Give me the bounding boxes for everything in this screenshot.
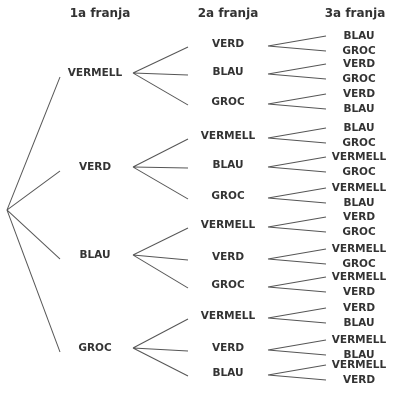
branch-level2-to-level3 [267, 216, 327, 228]
level1-node: VERMELL [68, 67, 123, 79]
level3-node: VERD [343, 211, 375, 223]
branch-level2-to-level3 [267, 349, 327, 356]
level2-node: GROC [211, 96, 245, 108]
level3-node: VERD [343, 286, 375, 298]
branch-level2-to-level3 [267, 374, 327, 381]
branch-level1-to-level2 [132, 166, 189, 200]
branch-level1-to-level2 [132, 72, 189, 106]
branch-root-to-level1 [6, 76, 61, 211]
branch-level2-to-level3 [267, 45, 327, 52]
branch-level2-to-level3 [267, 156, 327, 168]
level1-node: VERD [79, 161, 111, 173]
level3-node: VERMELL [332, 334, 387, 346]
level3-node: GROC [342, 258, 376, 270]
level3-node: BLAU [343, 30, 374, 42]
branch-level1-to-level2 [132, 166, 189, 169]
level2-node: GROC [211, 190, 245, 202]
level3-node: VERD [343, 374, 375, 386]
level3-node: GROC [342, 226, 376, 238]
branch-root-to-level1 [6, 209, 61, 353]
level3-node: VERD [343, 88, 375, 100]
branch-level2-to-level3 [267, 286, 327, 293]
branch-level1-to-level2 [132, 254, 189, 289]
branch-level2-to-level3 [267, 226, 327, 233]
level3-node: VERMELL [332, 271, 387, 283]
header-2a-franja: 2a franja [198, 6, 259, 20]
level2-node: BLAU [212, 66, 243, 78]
branch-level2-to-level3 [267, 364, 327, 376]
level3-node: BLAU [343, 103, 374, 115]
level3-node: BLAU [343, 349, 374, 361]
level1-node: GROC [78, 342, 112, 354]
header-1a-franja: 1a franja [70, 6, 131, 20]
level3-node: GROC [342, 45, 376, 57]
level3-node: VERMELL [332, 243, 387, 255]
level2-node: VERMELL [201, 219, 256, 231]
branch-level2-to-level3 [267, 137, 327, 144]
branch-level2-to-level3 [267, 248, 327, 260]
branch-root-to-level1 [6, 170, 61, 211]
branch-level2-to-level3 [267, 339, 327, 351]
level2-node: VERMELL [201, 130, 256, 142]
level1-node: BLAU [79, 249, 110, 261]
branch-root-to-level1 [6, 209, 61, 260]
branch-level1-to-level2 [132, 227, 189, 256]
branch-level1-to-level2 [132, 318, 189, 349]
header-3a-franja: 3a franja [325, 6, 386, 20]
level3-node: GROC [342, 166, 376, 178]
level3-node: VERD [343, 58, 375, 70]
branch-level2-to-level3 [267, 93, 327, 105]
branch-level1-to-level2 [132, 347, 189, 377]
level3-node: BLAU [343, 122, 374, 134]
branch-level2-to-level3 [267, 187, 327, 199]
branch-level2-to-level3 [267, 35, 327, 47]
branch-level2-to-level3 [267, 127, 327, 139]
level2-node: VERD [212, 342, 244, 354]
level2-node: VERMELL [201, 310, 256, 322]
level2-node: BLAU [212, 367, 243, 379]
branch-level1-to-level2 [132, 138, 189, 168]
branch-level2-to-level3 [267, 317, 327, 324]
level3-node: VERMELL [332, 151, 387, 163]
branch-level1-to-level2 [132, 72, 189, 76]
branch-level2-to-level3 [267, 276, 327, 288]
branch-level2-to-level3 [267, 258, 327, 265]
level2-node: VERD [212, 251, 244, 263]
branch-level1-to-level2 [132, 254, 189, 261]
level3-node: VERD [343, 302, 375, 314]
level3-node: VERMELL [332, 182, 387, 194]
level3-node: BLAU [343, 317, 374, 329]
branch-level2-to-level3 [267, 103, 327, 110]
level2-node: GROC [211, 279, 245, 291]
branch-level2-to-level3 [267, 73, 327, 80]
branch-level2-to-level3 [267, 307, 327, 319]
level3-node: VERMELL [332, 359, 387, 371]
branch-level2-to-level3 [267, 63, 327, 75]
branch-level2-to-level3 [267, 166, 327, 173]
level3-node: GROC [342, 73, 376, 85]
level3-node: GROC [342, 137, 376, 149]
branch-level1-to-level2 [132, 46, 189, 74]
branch-level2-to-level3 [267, 197, 327, 204]
level3-node: BLAU [343, 197, 374, 209]
branch-level1-to-level2 [132, 347, 189, 352]
level2-node: VERD [212, 38, 244, 50]
level2-node: BLAU [212, 159, 243, 171]
